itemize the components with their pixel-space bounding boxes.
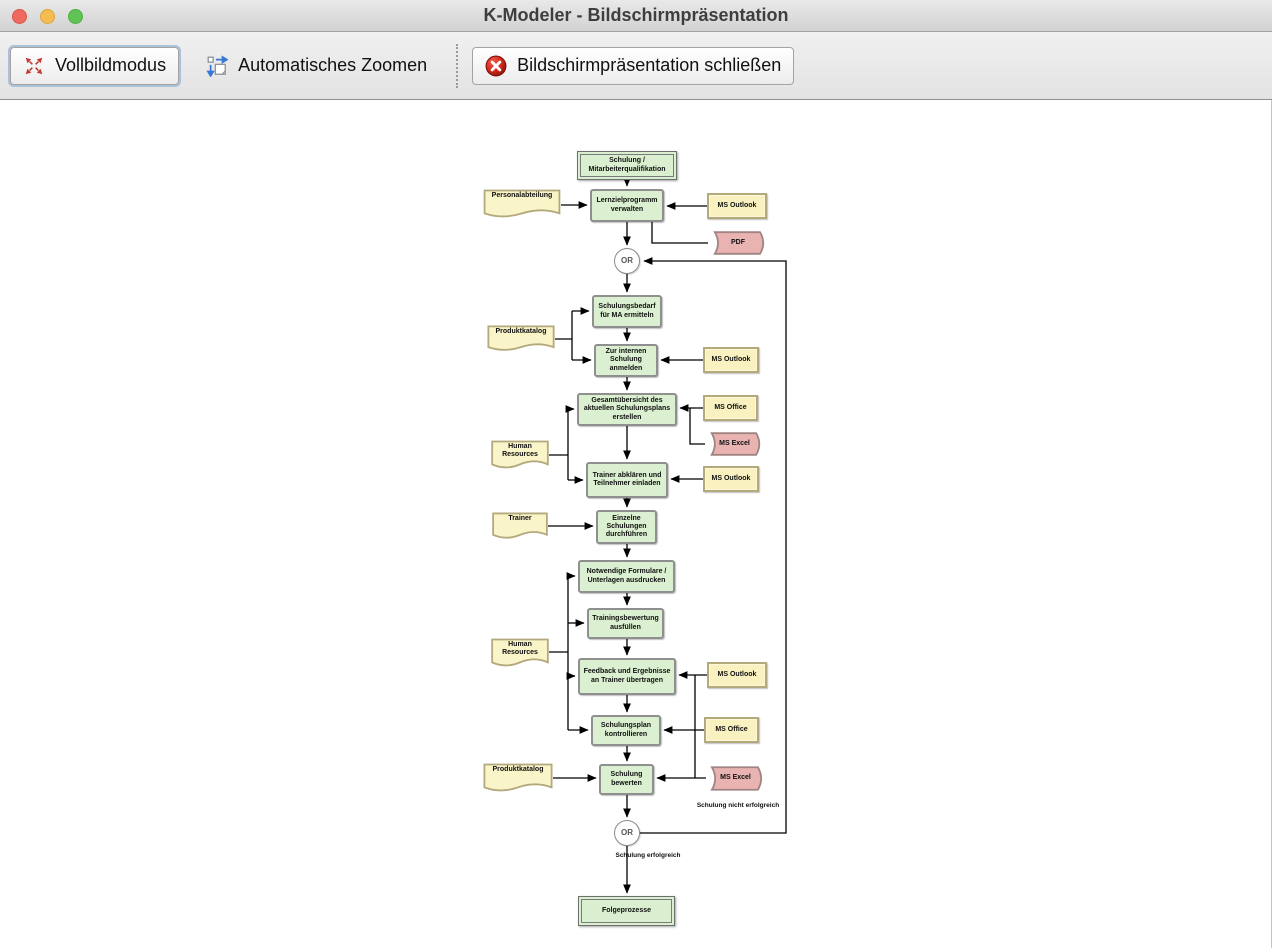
node-label: Zur internen Schulung anmelden	[605, 348, 647, 372]
zoom-window-button[interactable]	[68, 9, 83, 24]
data-shape	[709, 231, 767, 255]
node-label: PDF	[731, 238, 745, 246]
process-interface-bottom[interactable]: Folgeprozesse	[578, 896, 675, 926]
node-label: MS Office	[714, 403, 747, 411]
function-trainingsbewertung[interactable]: Trainingsbewertung ausfüllen	[587, 608, 664, 639]
close-presentation-button[interactable]: Bildschirmpräsentation schließen	[472, 46, 795, 85]
autozoom-label: Automatisches Zoomen	[238, 55, 428, 75]
function-formulare-ausdrucken[interactable]: Notwendige Formulare / Unterlagen ausdru…	[578, 560, 675, 593]
function-trainer-abklaeren[interactable]: Trainer abklären und Teilnehmer einladen	[586, 462, 668, 498]
document-shape	[483, 189, 561, 221]
function-einzelne-schulungen[interactable]: Einzelne Schulungen durchführen	[596, 510, 657, 544]
node-label: Schulung / Mitarbeiterqualifikation	[588, 157, 666, 173]
close-presentation-label: Bildschirmpräsentation schließen	[517, 55, 782, 75]
fullscreen-icon	[25, 57, 43, 74]
document-shape	[491, 638, 549, 670]
resource-ms-outlook-4[interactable]: MS Outlook	[707, 662, 767, 688]
resource-ms-outlook-1[interactable]: MS Outlook	[707, 193, 767, 219]
data-ms-excel-2[interactable]: MS Excel	[706, 766, 765, 791]
edge-label-nicht-erfolgreich: Schulung nicht erfolgreich	[696, 802, 780, 809]
node-label: Schulungsbedarf für MA ermitteln	[598, 303, 656, 319]
process-interface-top[interactable]: Schulung / Mitarbeiterqualifikation	[577, 151, 677, 180]
document-trainer[interactable]: Trainer	[492, 512, 548, 542]
autozoom-icon	[206, 54, 229, 77]
document-produktkatalog-1[interactable]: Produktkatalog	[487, 325, 555, 354]
node-label: Trainer abklären und Teilnehmer einladen	[592, 471, 662, 487]
autozoom-button[interactable]: Automatisches Zoomen	[193, 47, 440, 85]
close-presentation-icon	[485, 55, 507, 76]
node-label: Human Resources	[502, 641, 538, 657]
node-label: Folgeprozesse	[601, 906, 651, 914]
resource-ms-outlook-3[interactable]: MS Outlook	[703, 466, 759, 492]
node-label: MS Excel	[720, 774, 751, 782]
node-label: MS Outlook	[711, 474, 751, 482]
title-bar: K-Modeler - Bildschirmpräsentation	[0, 0, 1272, 32]
function-interne-schulung[interactable]: Zur internen Schulung anmelden	[594, 344, 658, 377]
data-pdf[interactable]: PDF	[709, 231, 767, 255]
fullscreen-label: Vollbildmodus	[55, 55, 167, 75]
toolbar: Vollbildmodus Automatisches Zoomen Bilds…	[0, 32, 1272, 100]
node-label: Produktkatalog	[495, 328, 547, 335]
node-label: MS Outlook	[711, 355, 751, 363]
document-shape	[487, 325, 555, 354]
function-schulung-bewerten[interactable]: Schulung bewerten	[599, 764, 654, 795]
document-personalabteilung[interactable]: Personalabteilung	[483, 189, 561, 221]
resource-ms-office-2[interactable]: MS Office	[704, 717, 759, 743]
or-connector-bottom[interactable]: OR	[614, 820, 640, 846]
window-title: K-Modeler - Bildschirmpräsentation	[483, 5, 789, 25]
window-controls	[12, 9, 83, 24]
function-gesamtuebersicht[interactable]: Gesamtübersicht des aktuellen Schulungsp…	[577, 393, 677, 426]
node-label: Schulungsplan kontrollieren	[600, 722, 652, 738]
node-label: Einzelne Schulungen durchführen	[605, 514, 648, 539]
node-label: Trainingsbewertung ausfüllen	[592, 615, 659, 631]
document-human-resources-2[interactable]: Human Resources	[491, 638, 549, 670]
resource-ms-outlook-2[interactable]: MS Outlook	[703, 347, 759, 373]
node-label: Schulung bewerten	[610, 771, 643, 787]
resource-ms-office-1[interactable]: MS Office	[703, 395, 758, 421]
document-shape	[492, 512, 548, 542]
node-label: MS Outlook	[717, 670, 757, 678]
function-schulungsplan-kontrollieren[interactable]: Schulungsplan kontrollieren	[591, 715, 661, 746]
canvas: Schulung / Mitarbeiterqualifikation Pers…	[0, 100, 1272, 948]
node-label: MS Excel	[719, 439, 750, 447]
data-shape	[706, 766, 765, 791]
node-label: Human Resources	[502, 443, 538, 459]
node-label: Notwendige Formulare / Unterlagen ausdru…	[586, 568, 667, 584]
toolbar-separator	[456, 43, 459, 88]
node-label: Produktkatalog	[492, 766, 544, 773]
node-label: Personalabteilung	[491, 192, 553, 199]
document-human-resources-1[interactable]: Human Resources	[491, 440, 549, 472]
node-label: MS Outlook	[717, 201, 757, 209]
node-label: Lernzielprogramm verwalten	[596, 197, 658, 213]
edge-label-erfolgreich: Schulung erfolgreich	[615, 852, 681, 859]
data-shape	[706, 432, 763, 456]
document-shape	[483, 763, 553, 795]
function-schulungsbedarf[interactable]: Schulungsbedarf für MA ermitteln	[592, 295, 662, 328]
close-window-button[interactable]	[12, 9, 27, 24]
node-label: Trainer	[508, 515, 532, 522]
minimize-window-button[interactable]	[40, 9, 55, 24]
fullscreen-button[interactable]: Vollbildmodus	[10, 46, 180, 85]
function-lernzielprogramm[interactable]: Lernzielprogramm verwalten	[590, 189, 664, 222]
node-label: OR	[621, 828, 633, 838]
function-feedback-uebertragen[interactable]: Feedback und Ergebnisse an Trainer übert…	[578, 658, 676, 695]
node-label: Feedback und Ergebnisse an Trainer übert…	[583, 668, 671, 684]
document-produktkatalog-2[interactable]: Produktkatalog	[483, 763, 553, 795]
node-label: Gesamtübersicht des aktuellen Schulungsp…	[583, 397, 671, 421]
or-connector-top[interactable]: OR	[614, 248, 640, 274]
node-label: MS Office	[715, 725, 748, 733]
diagram-connectors	[548, 177, 787, 894]
document-shape	[491, 440, 549, 472]
node-label: OR	[621, 256, 633, 266]
data-ms-excel-1[interactable]: MS Excel	[706, 432, 763, 456]
